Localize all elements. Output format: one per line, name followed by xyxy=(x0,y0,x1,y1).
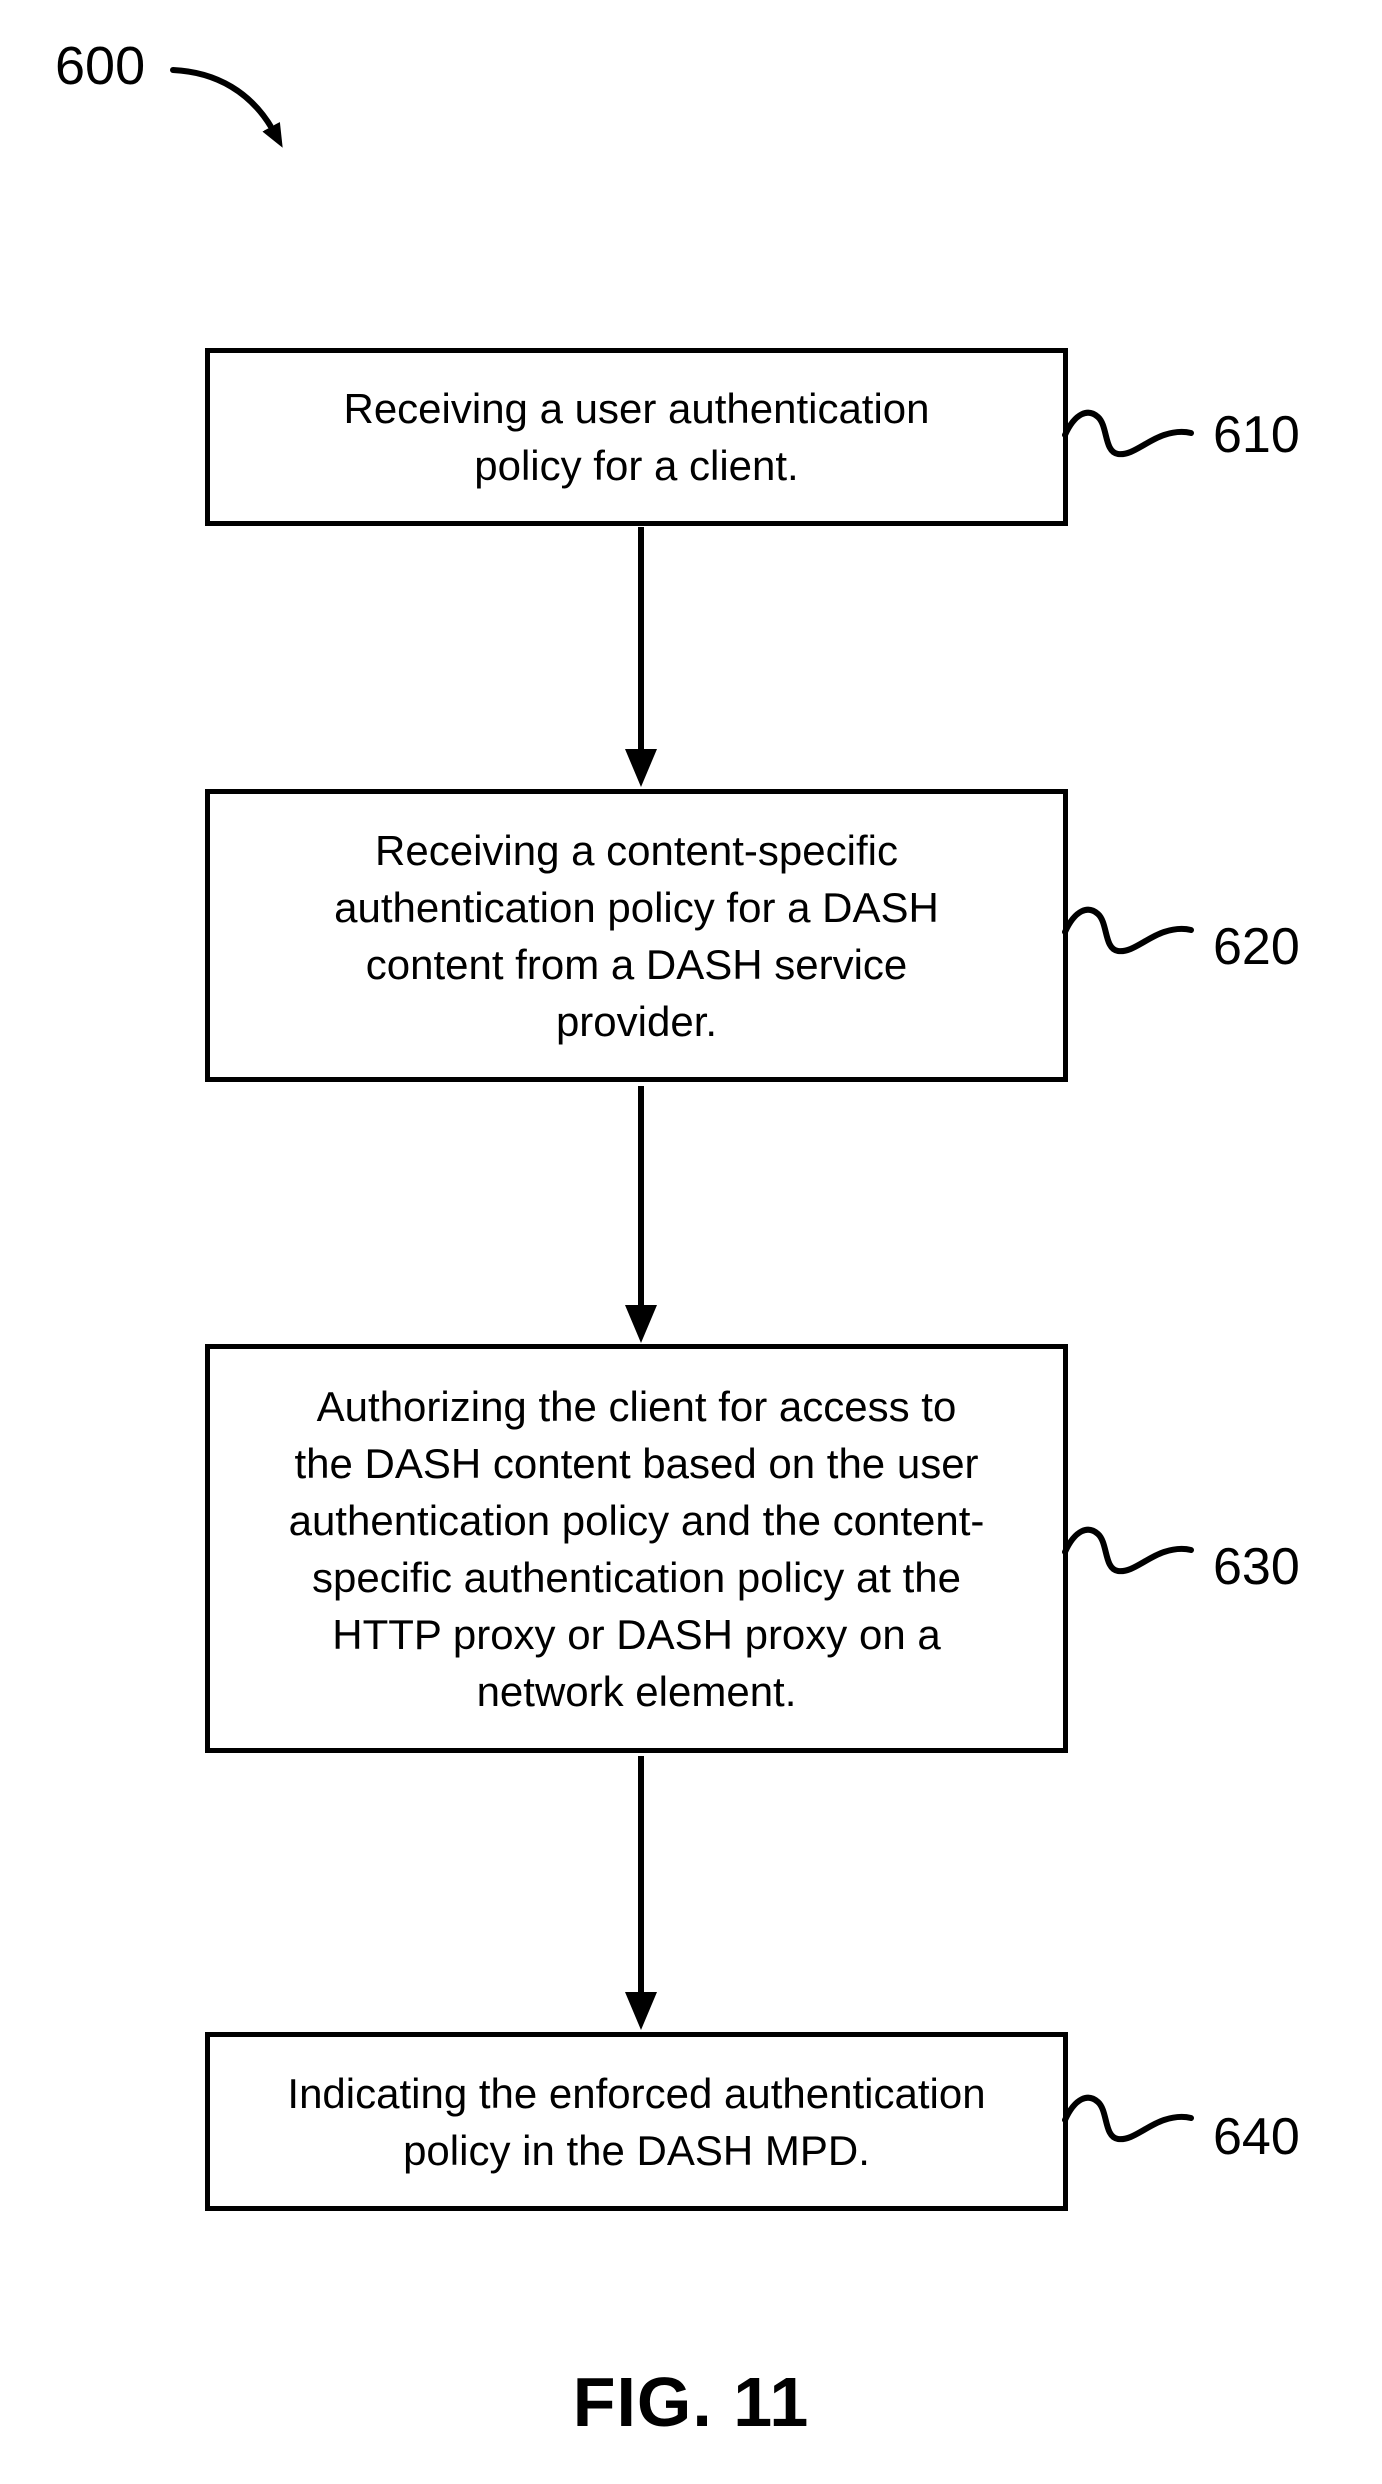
flow-arrow-down-icon xyxy=(625,1756,657,2030)
curved-lead-arrow-icon xyxy=(170,67,283,148)
flow-arrow-down-icon xyxy=(625,1086,657,1343)
reference-connector-squiggle-icon xyxy=(1062,906,1194,955)
reference-connector-squiggle-icon xyxy=(1062,2094,1194,2143)
reference-connector-squiggle-icon xyxy=(1062,1526,1194,1575)
step-box-640: Indicating the enforced authentication p… xyxy=(205,2032,1068,2211)
arrow-shaft xyxy=(638,527,644,757)
step-reference-610: 610 xyxy=(1213,406,1300,464)
figure-caption: FIG. 11 xyxy=(572,2363,810,2441)
step-text-610: Receiving a user authentication policy f… xyxy=(343,385,930,489)
step-box-630: Authorizing the client for access to the… xyxy=(205,1344,1068,1753)
step-reference-620: 620 xyxy=(1213,918,1300,976)
step-reference-630: 630 xyxy=(1213,1538,1300,1596)
arrow-shaft xyxy=(638,1756,644,2000)
step-reference-640: 640 xyxy=(1213,2108,1300,2166)
step-text-620: Receiving a content-specific authenticat… xyxy=(334,826,939,1045)
arrow-head xyxy=(625,1992,657,2030)
arrow-shaft xyxy=(638,1086,644,1313)
step-text-630: Authorizing the client for access to the… xyxy=(288,1382,985,1715)
figure-reference-number: 600 xyxy=(55,36,146,96)
step-box-620: Receiving a content-specific authenticat… xyxy=(205,789,1068,1082)
arrow-head xyxy=(625,749,657,787)
arrow-head xyxy=(625,1305,657,1343)
step-text-640: Indicating the enforced authentication p… xyxy=(287,2069,986,2174)
reference-connector-squiggle-icon xyxy=(1062,409,1194,458)
step-box-610: Receiving a user authentication policy f… xyxy=(205,348,1068,526)
flow-arrow-down-icon xyxy=(625,527,657,787)
